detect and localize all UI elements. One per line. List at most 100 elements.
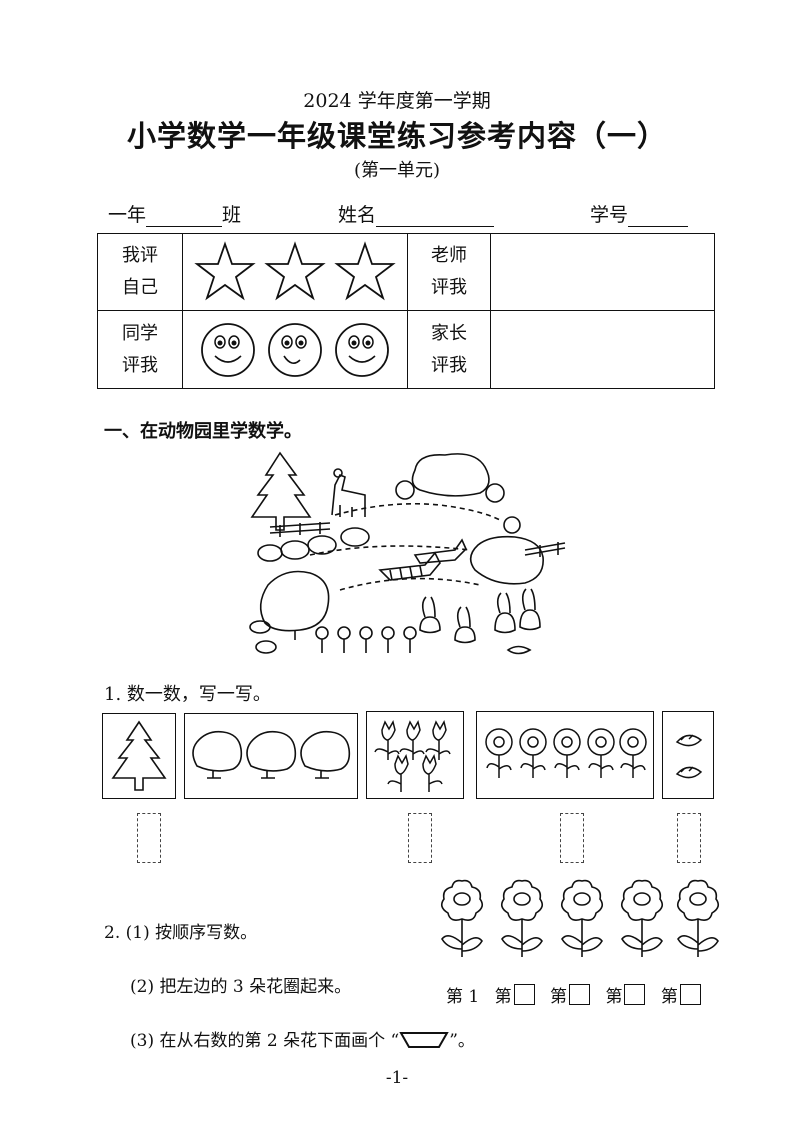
teacher-eval-label: 老师评我 [407, 233, 491, 311]
classmate-eval-label: 同学评我 [97, 310, 183, 389]
elephant-icon [280, 540, 310, 560]
rabbit-icon [494, 592, 516, 634]
bear-icon [485, 483, 505, 503]
bird-icon [255, 640, 277, 654]
q2-part-1-text: (1) 按顺序写数。 [125, 923, 258, 943]
tulip-icon [399, 720, 425, 760]
order-first: 第 1 [446, 987, 480, 1007]
flower-icon [619, 728, 647, 778]
star-rating[interactable] [182, 233, 408, 311]
tulip-icon [374, 720, 400, 760]
star-icon [194, 241, 256, 301]
flower-icon [560, 879, 604, 957]
smiley-face-icon [268, 322, 322, 377]
count-box-bushes [184, 713, 358, 799]
count-box-tulips [366, 711, 464, 799]
star-icon [334, 241, 396, 301]
flower-icon [620, 879, 664, 957]
tulip-icon [387, 754, 409, 792]
parent-eval-cell[interactable] [490, 310, 715, 389]
count-box-birds [662, 711, 714, 799]
name-label: 姓名 [338, 204, 377, 226]
year-term: 2024 学年度第一学期 [303, 90, 491, 112]
bird-icon [249, 620, 271, 634]
bear-icon [503, 516, 521, 534]
order-prefix-3: 第 [550, 987, 568, 1007]
q2-part-3-text: (3) 在从右数的第 2 朵花下面画个 “ [130, 1031, 400, 1051]
page-title: 小学数学一年级课堂练习参考内容（一） [126, 119, 667, 153]
smiley-face-icon [201, 322, 255, 377]
flower-icon [485, 728, 513, 778]
class-field: 一年 班 [108, 200, 241, 227]
bush-icon [192, 730, 243, 779]
count-box-trees [102, 713, 176, 799]
star-icon [264, 241, 326, 301]
name-field: 姓名 [338, 200, 495, 227]
unit-subtitle: (第一单元) [353, 160, 441, 181]
number-blank[interactable] [628, 208, 689, 227]
question-2-number: 2. [104, 923, 126, 943]
page-number: -1- [385, 1068, 409, 1088]
elephant-icon [340, 527, 370, 547]
number-field: 学号 [590, 200, 689, 227]
bear-icon [395, 480, 415, 500]
trapezoid-icon [399, 1031, 449, 1049]
question-1: 1. 数一数，写一写。 [104, 684, 271, 705]
bush-icon [246, 730, 297, 779]
elephant-icon [257, 544, 283, 562]
zoo-scene-illustration [249, 451, 566, 655]
grade-label: 一年 [108, 204, 147, 226]
giraffe-icon [331, 473, 366, 517]
question-2-part-3: (3) 在从右数的第 2 朵花下面画个 “ ”。 [130, 1026, 475, 1051]
parent-eval-label: 家长评我 [407, 310, 491, 389]
zebra-icon [413, 538, 467, 564]
answer-box-trees[interactable] [137, 813, 161, 863]
rabbit-icon [506, 645, 532, 655]
order-box-4[interactable] [624, 984, 646, 1005]
q2-part-3-end: ”。 [449, 1031, 475, 1051]
bush-icon [411, 453, 490, 497]
rabbit-icon [454, 606, 476, 644]
flower-icon [553, 728, 581, 778]
order-prefix-4: 第 [605, 987, 623, 1007]
self-eval-label: 我评自己 [97, 233, 183, 311]
tulip-icon [422, 754, 443, 792]
tulip-icon [425, 720, 451, 760]
order-row: 第 1 第 第 第 第 [446, 982, 701, 1007]
flower-icon [676, 879, 720, 957]
answer-box-tulips[interactable] [408, 813, 432, 863]
count-box-flowers [476, 711, 654, 799]
question-2-part-2: (2) 把左边的 3 朵花圈起来。 [130, 977, 352, 997]
class-blank[interactable] [146, 208, 223, 227]
section-heading: 一、在动物园里学数学。 [104, 421, 302, 442]
answer-box-birds[interactable] [677, 813, 701, 863]
flower-icon [440, 879, 484, 957]
answer-box-flowers[interactable] [560, 813, 584, 863]
zebra-icon [378, 551, 441, 581]
order-box-3[interactable] [569, 984, 591, 1005]
bush-icon [300, 730, 351, 779]
rabbit-icon [419, 596, 441, 634]
bird-icon [675, 734, 703, 747]
order-box-5[interactable] [679, 984, 701, 1005]
elephant-icon [307, 535, 337, 555]
smiley-face-icon [335, 322, 389, 377]
flower-icon [587, 728, 615, 778]
question-2-part-1: 2. (1) 按顺序写数。 [104, 918, 257, 943]
flower-icon [519, 728, 547, 778]
bird-icon [675, 766, 703, 779]
teacher-eval-cell[interactable] [490, 233, 715, 311]
class-label: 班 [222, 204, 242, 226]
flowers-row [440, 879, 720, 957]
tree-icon [111, 720, 167, 791]
name-blank[interactable] [376, 208, 495, 227]
order-prefix-5: 第 [660, 987, 678, 1007]
order-box-2[interactable] [513, 984, 535, 1005]
order-prefix-2: 第 [494, 987, 512, 1007]
bush-icon [259, 570, 330, 632]
flower-icon [500, 879, 544, 957]
smiley-rating[interactable] [182, 310, 408, 389]
evaluation-table: 我评自己 老师评我 同学评我 [97, 233, 715, 389]
number-label: 学号 [590, 204, 629, 226]
rabbit-icon [519, 588, 541, 631]
